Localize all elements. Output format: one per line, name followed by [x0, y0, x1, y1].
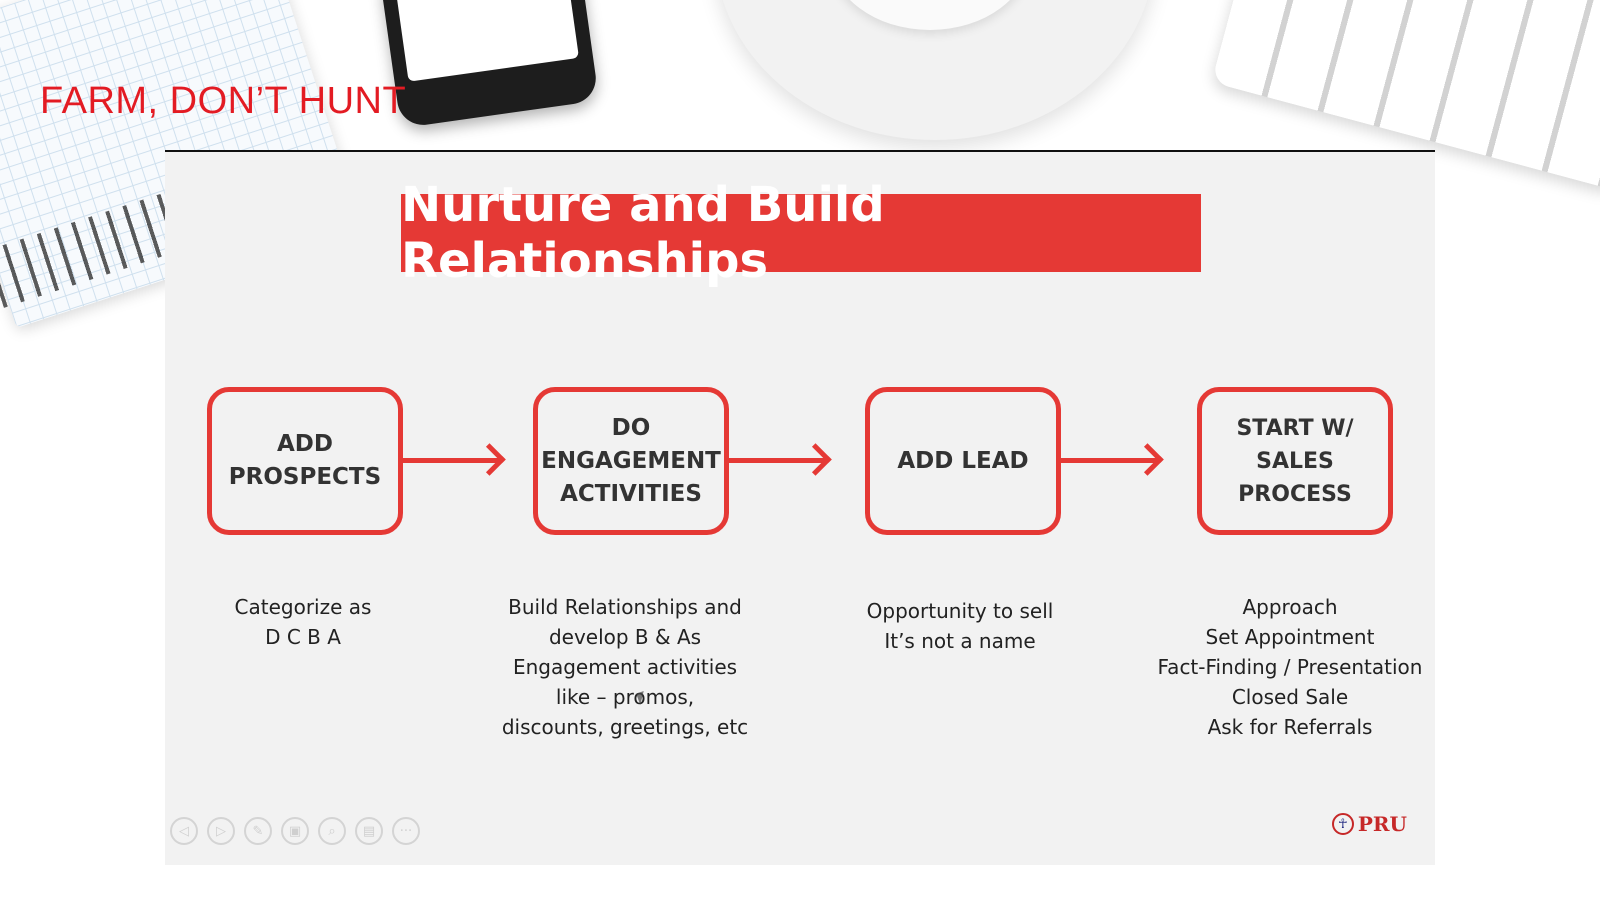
more-icon[interactable]: ··· [392, 817, 420, 845]
step-description-engagement: Build Relationships and develop B & As E… [480, 592, 770, 742]
phone-screen [394, 0, 579, 82]
previous-icon[interactable]: ◁ [170, 817, 198, 845]
description-line: Fact-Finding / Presentation [1157, 655, 1423, 679]
description-line: Closed Sale [1231, 685, 1349, 709]
arrow-right-icon [403, 458, 499, 463]
slide-title: Nurture and Build Relationships [401, 177, 1201, 289]
description-line: It’s not a name [884, 629, 1036, 653]
description-line: Engagement activities [512, 655, 738, 679]
step-label-line: SALES PROCESS [1238, 448, 1352, 507]
step-label-line: ACTIVITIES [560, 480, 702, 507]
next-icon[interactable]: ▷ [207, 817, 235, 845]
step-add-lead: ADD LEAD [865, 387, 1061, 535]
step-description-add-lead: Opportunity to sell It’s not a name [815, 596, 1105, 656]
step-label-line: PROSPECTS [228, 464, 382, 490]
step-label-line: ADD [277, 431, 333, 457]
description-line: D C B A [265, 625, 341, 649]
pru-logo-text: PRU [1357, 812, 1407, 836]
step-add-prospects: ADD PROSPECTS [207, 387, 403, 535]
step-label-line: ENGAGEMENT [541, 447, 721, 474]
pru-logo: ☥ PRU [1331, 812, 1407, 836]
arrow-right-icon [1061, 458, 1157, 463]
slideshow-controls: ◁ ▷ ✎ ▣ ⌕ ▤ ··· [170, 817, 420, 845]
step-description-sales-process: Approach Set Appointment Fact-Finding / … [1130, 592, 1450, 742]
step-label-line: START W/ [1236, 415, 1354, 441]
description-line: Opportunity to sell [866, 599, 1054, 623]
slides-icon[interactable]: ▣ [281, 817, 309, 845]
description-line: develop B & As [548, 625, 702, 649]
description-line: discounts, greetings, etc [501, 715, 749, 739]
subtitles-icon[interactable]: ▤ [355, 817, 383, 845]
arrow-right-icon [729, 458, 825, 463]
step-label: DO ENGAGEMENT ACTIVITIES [541, 412, 721, 511]
pru-logo-icon: ☥ [1331, 813, 1354, 835]
pen-icon[interactable]: ✎ [244, 817, 272, 845]
description-line: Approach [1242, 595, 1338, 619]
description-line: Ask for Referrals [1207, 715, 1373, 739]
description-line: Categorize as [234, 595, 372, 619]
step-label-line: DO [611, 414, 651, 441]
description-line: Set Appointment [1205, 625, 1375, 649]
slide: Nurture and Build Relationships ADD PROS… [165, 150, 1435, 865]
step-sales-process: START W/ SALES PROCESS [1197, 387, 1393, 535]
zoom-icon[interactable]: ⌕ [318, 817, 346, 845]
page-title: FARM, DON’T HUNT [40, 80, 407, 122]
step-label-line: ADD LEAD [897, 447, 1029, 474]
step-description-add-prospects: Categorize as D C B A [158, 592, 448, 652]
step-label: START W/ SALES PROCESS [1206, 412, 1384, 511]
step-label: ADD LEAD [897, 445, 1028, 478]
step-label: ADD PROSPECTS [229, 428, 381, 494]
phone-decoration [380, 0, 600, 129]
description-line: Build Relationships and [508, 595, 742, 619]
description-line: like – promos, [555, 685, 695, 709]
step-engagement-activities: DO ENGAGEMENT ACTIVITIES [533, 387, 729, 535]
